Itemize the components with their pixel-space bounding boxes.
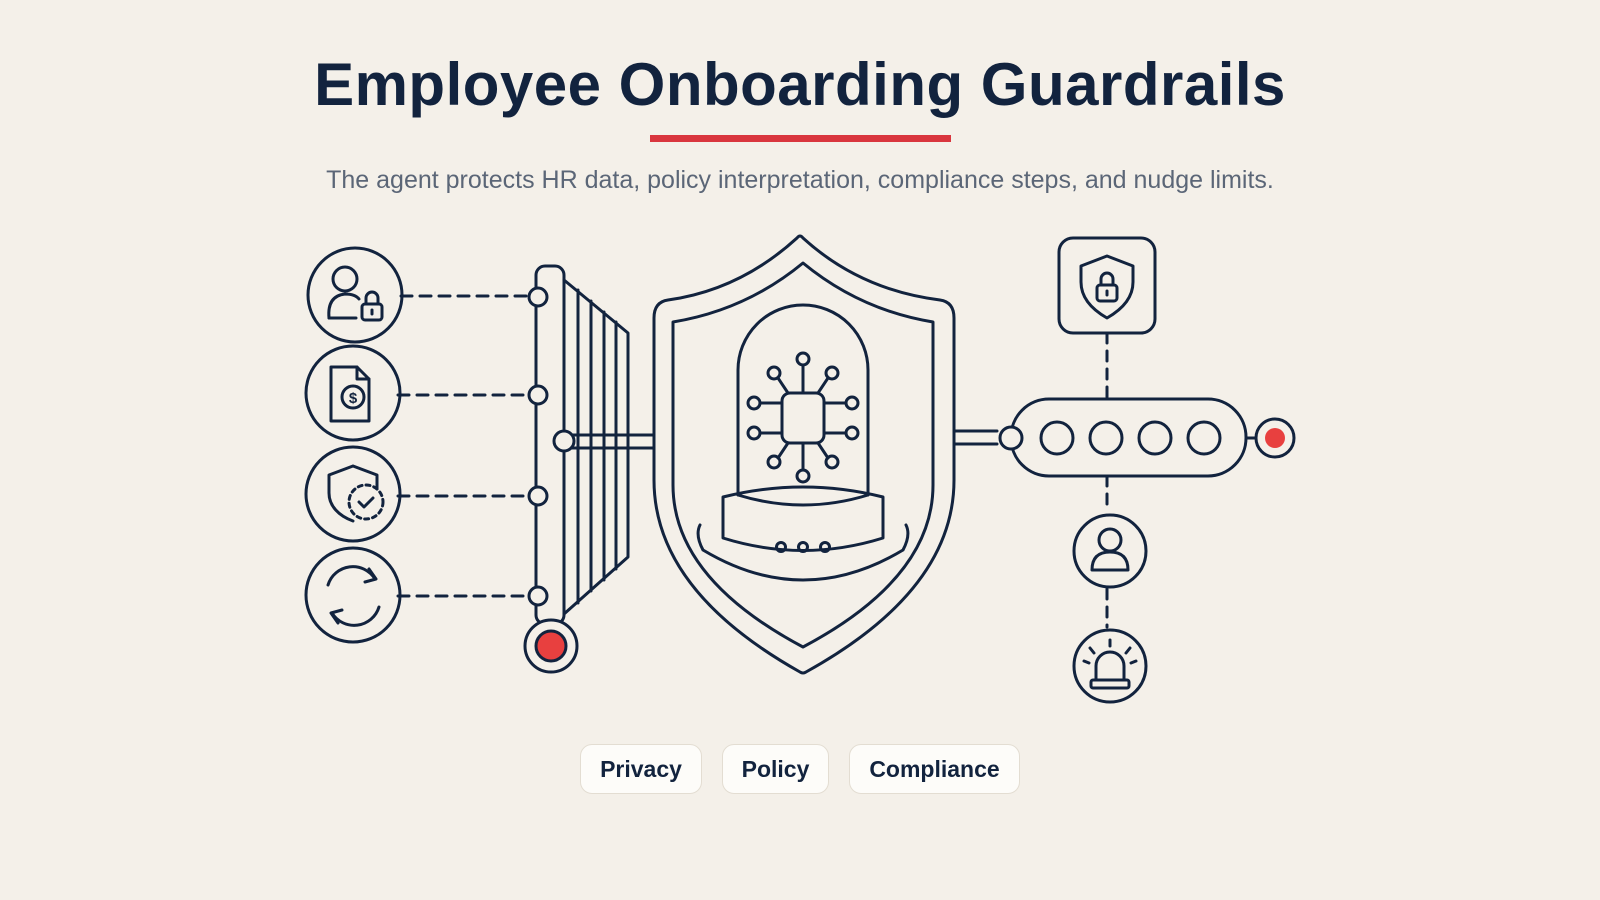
tag-policy[interactable]: Policy [722, 744, 829, 794]
svg-text:$: $ [349, 390, 358, 407]
left-connectors [396, 294, 530, 598]
shield-check-icon [304, 445, 402, 543]
page-title: Employee Onboarding Guardrails [314, 51, 1286, 118]
tag-list: Privacy Policy Compliance [0, 744, 1600, 794]
tag-privacy[interactable]: Privacy [580, 744, 702, 794]
payroll-document-icon: $ [304, 344, 402, 442]
shield-lock-icon [1057, 236, 1157, 335]
alarm-light-icon [1072, 628, 1148, 704]
progress-dots-icon [998, 397, 1296, 478]
sync-cycle-icon [304, 546, 402, 644]
user-lock-icon [306, 246, 404, 344]
user-icon [1072, 513, 1148, 589]
gate [523, 264, 656, 674]
ai-chip-dome-shield-icon [652, 234, 956, 675]
tag-compliance[interactable]: Compliance [849, 744, 1020, 794]
title-underline [650, 135, 951, 142]
page-subtitle: The agent protects HR data, policy inter… [326, 166, 1274, 194]
